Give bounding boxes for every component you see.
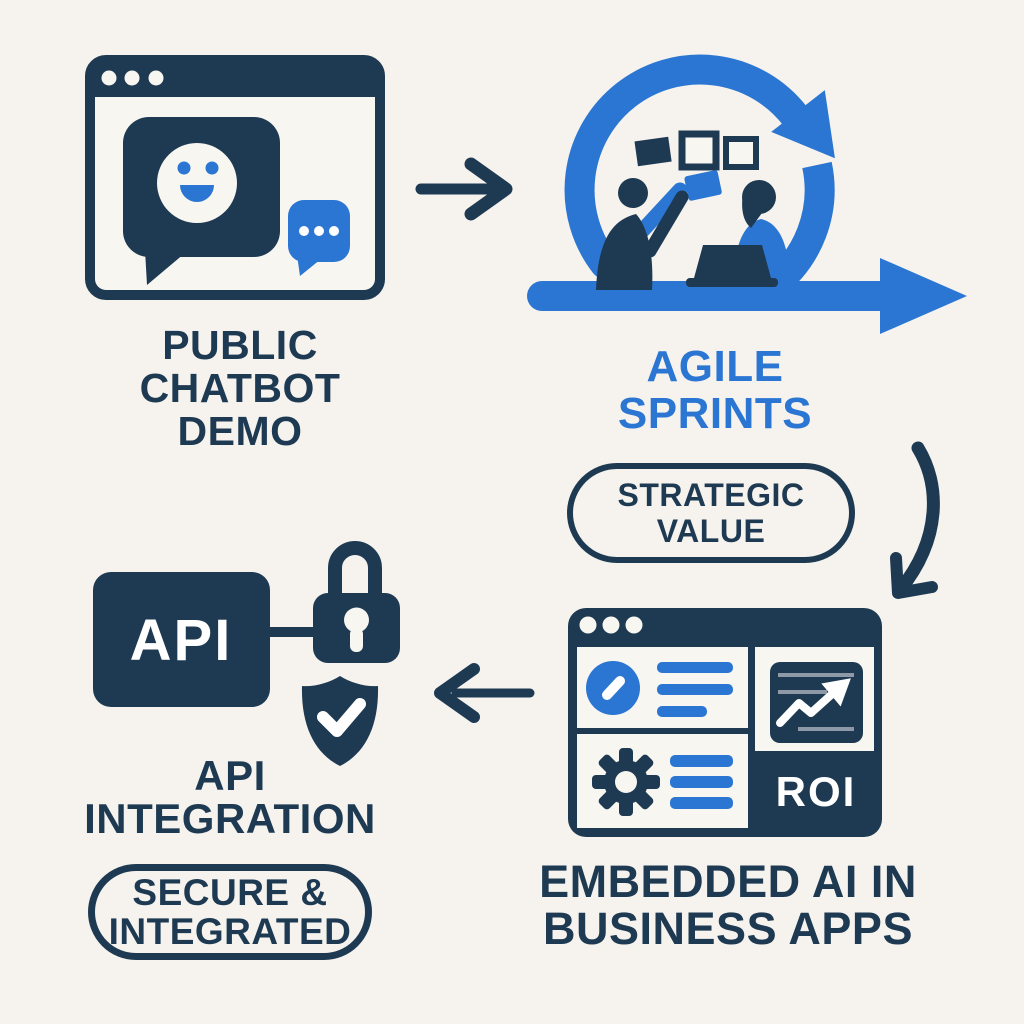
step1-label: PUBLIC CHATBOT DEMO	[90, 324, 390, 453]
chat-dots-bubble-icon	[288, 200, 350, 276]
person-standing-icon	[596, 178, 689, 290]
task-card-icon	[684, 170, 722, 201]
arrow-left-icon	[434, 663, 535, 723]
label-line: PUBLIC	[162, 322, 318, 368]
browser-titlebar	[90, 60, 380, 97]
gauge-icon	[586, 661, 640, 715]
badge-line: SECURE &	[132, 872, 328, 913]
gear-icon	[592, 748, 660, 816]
shield-check-icon	[301, 676, 379, 766]
label-line: CHATBOT	[139, 365, 341, 411]
analytics-dashboard-icon: ROI	[568, 608, 882, 837]
text-lines-icon	[657, 662, 733, 717]
step2-label: AGILE SPRINTS	[565, 343, 865, 437]
roi-text: ROI	[776, 768, 857, 815]
step4-label: API INTEGRATION	[75, 754, 385, 840]
label-line: BUSINESS APPS	[543, 903, 913, 954]
sprint-forward-arrow	[527, 258, 967, 334]
label-line: API	[194, 752, 266, 799]
agile-sprint-cycle-icon	[527, 54, 967, 334]
label-line: EMBEDDED AI IN	[539, 856, 917, 907]
api-text: API	[130, 608, 233, 673]
trend-chart-icon	[770, 662, 863, 743]
person-at-laptop-icon	[686, 180, 790, 290]
text-lines-icon	[670, 755, 733, 809]
api-lock-shield-icon: API	[93, 541, 400, 766]
browser-chatbot-window-icon	[85, 55, 385, 300]
strategic-value-badge: STRATEGIC VALUE	[567, 463, 855, 563]
browser-dots-icon	[101, 70, 164, 86]
label-line: DEMO	[177, 408, 303, 454]
api-box	[93, 572, 270, 707]
step3-label: EMBEDDED AI IN BUSINESS APPS	[528, 858, 928, 952]
badge-line: INTEGRATED	[108, 911, 352, 952]
label-line: SPRINTS	[617, 389, 813, 438]
chat-smiley-bubble-icon	[123, 117, 280, 285]
lock-icon	[313, 541, 400, 663]
arrow-curved-down-icon	[890, 441, 940, 599]
badge-line: VALUE	[656, 513, 766, 549]
label-line: AGILE	[646, 342, 784, 391]
label-line: INTEGRATION	[84, 795, 376, 842]
sticky-notes-icon	[634, 130, 759, 171]
secure-integrated-badge: SECURE & INTEGRATED	[88, 864, 372, 960]
browser-dots-icon	[579, 616, 643, 634]
badge-line: STRATEGIC	[617, 477, 805, 513]
arrow-right-icon	[415, 157, 513, 221]
